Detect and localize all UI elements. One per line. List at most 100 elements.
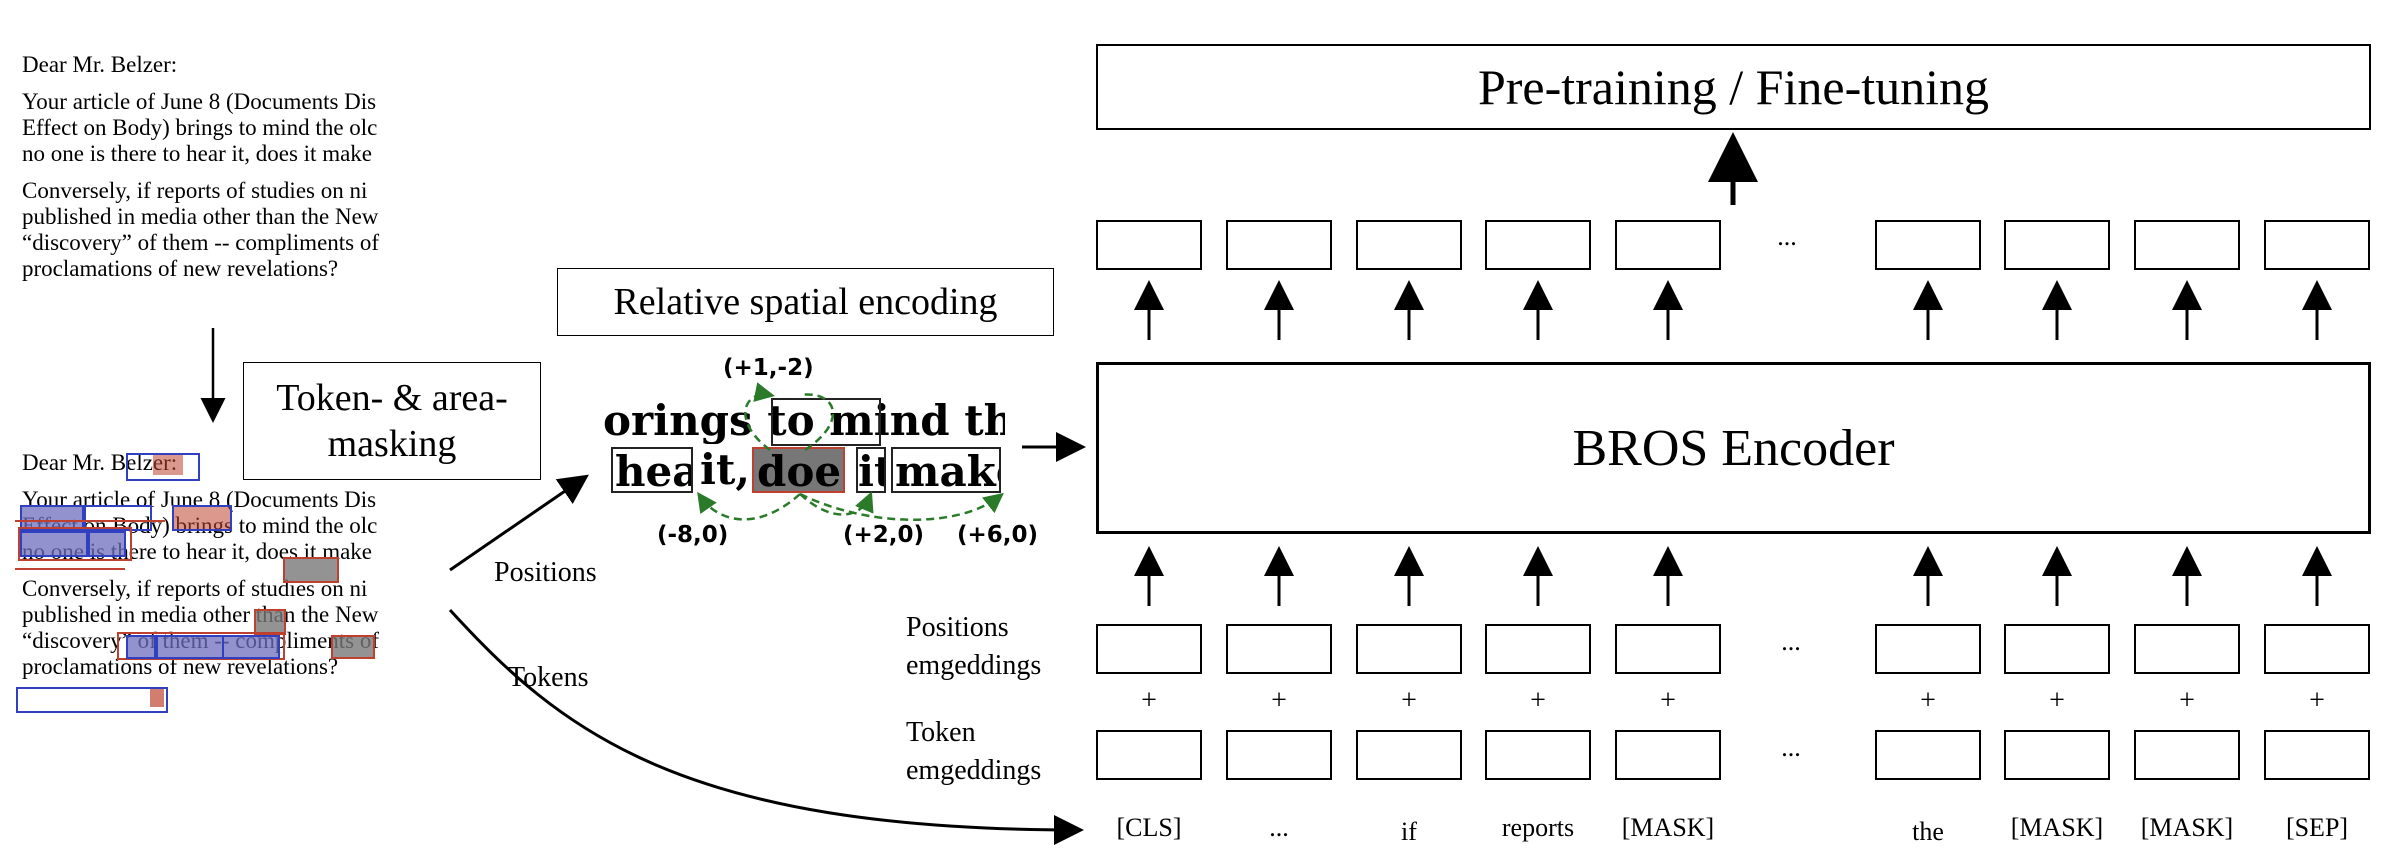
input-token: [CLS] — [1116, 813, 1182, 842]
token-embedding-box — [1226, 730, 1332, 780]
plus-sign: + — [2049, 685, 2065, 716]
snippet-word-does: does — [752, 447, 845, 493]
document-line: Your article of June 8 (Documents Dis — [22, 89, 377, 114]
output-embedding-box — [2134, 220, 2240, 270]
mask-box-red — [172, 505, 232, 531]
mask-box-blue — [16, 687, 168, 713]
encoder-up-arrows — [1134, 280, 2332, 340]
snippet-word-make: make — [891, 447, 1001, 493]
document-line: no one is there to hear it, does it make — [22, 141, 373, 166]
input-token: [MASK] — [2010, 813, 2104, 842]
document-line: Conversely, if reports of studies on ni — [22, 178, 368, 203]
offset-label-left: (-8,0) — [657, 522, 729, 548]
input-token: [SEP] — [2285, 813, 2349, 842]
token-embedding-box — [1096, 730, 1202, 780]
document-paragraph-2: Conversely, if reports of studies on ni … — [22, 178, 422, 282]
token-embedding-box — [1615, 730, 1721, 780]
token-embedding-box — [2264, 730, 2370, 780]
snippet-word-hear: hear — [611, 447, 693, 493]
tokens-arrow-label: Tokens — [508, 662, 589, 693]
input-token: the — [1912, 817, 1944, 846]
positions-arrow-label: Positions — [494, 557, 597, 588]
snippet-word-it: it, — [700, 447, 750, 493]
offset-label-mid: (+2,0) — [843, 522, 925, 548]
snippet-word-box-mind — [771, 398, 881, 446]
output-embedding-box — [1875, 220, 1981, 270]
offset-label-top: (+1,-2) — [723, 355, 814, 381]
document-line: published in media other than the New — [22, 602, 379, 627]
input-token: reports — [1501, 813, 1575, 842]
position-embedding-box — [1226, 624, 1332, 674]
token-embedding-box — [2004, 730, 2110, 780]
input-token: ... — [1269, 813, 1289, 842]
plus-sign: + — [1530, 685, 1546, 716]
token-embedding-box — [2134, 730, 2240, 780]
document-line: Effect on Body) brings to mind the olc — [22, 115, 378, 140]
bros-encoder-box: BROS Encoder — [1096, 362, 2371, 534]
masking-label-line2: masking — [327, 423, 457, 465]
position-embedding-box — [2004, 624, 2110, 674]
position-embedding-box — [1615, 624, 1721, 674]
position-embedding-box — [1096, 624, 1202, 674]
token-embedding-box — [1485, 730, 1591, 780]
pretraining-finetuning-label: Pre-training / Fine-tuning — [1477, 59, 1990, 115]
output-embedding-box — [1356, 220, 1462, 270]
pretraining-finetuning-box: Pre-training / Fine-tuning — [1096, 44, 2371, 130]
mask-box-red — [254, 609, 286, 635]
output-embedding-box — [1226, 220, 1332, 270]
plus-sign: + — [1920, 685, 1936, 716]
token-embeddings-label-line2: emgeddings — [906, 755, 1042, 786]
token-embedding-box — [1356, 730, 1462, 780]
mask-box-blue — [88, 531, 126, 557]
mask-box-blue — [84, 505, 152, 531]
mask-box-blue — [126, 635, 156, 659]
position-embedding-box — [1485, 624, 1591, 674]
mask-box-red-outline — [117, 632, 285, 660]
plus-sign: + — [1401, 685, 1417, 716]
output-embedding-box — [2004, 220, 2110, 270]
mask-strike-line — [15, 520, 165, 522]
position-embedding-box — [1356, 624, 1462, 674]
token-ellipsis: ... — [1781, 733, 1801, 762]
document-paragraph-2: Conversely, if reports of studies on ni … — [22, 576, 422, 680]
document-masked: Dear Mr. Belzer: Your article of June 8 … — [22, 450, 422, 720]
mask-box-red — [331, 635, 375, 659]
mask-box-red — [283, 557, 339, 583]
document-line: “discovery” of them -- compliments of — [22, 230, 380, 255]
input-token: [MASK] — [2140, 813, 2234, 842]
relative-spatial-encoding-label: Relative spatial encoding — [613, 281, 998, 323]
plus-sign: + — [1271, 685, 1287, 716]
snippet-word-it-2: it — [856, 447, 886, 493]
document-line: Conversely, if reports of studies on ni — [22, 576, 368, 601]
mask-strike-line — [15, 568, 125, 570]
input-up-arrows — [1134, 546, 2332, 606]
plus-sign: + — [2179, 685, 2195, 716]
mask-box-blue — [156, 635, 224, 659]
output-embedding-box — [1096, 220, 1202, 270]
position-embedding-box — [1875, 624, 1981, 674]
document-greeting: Dear Mr. Belzer: — [22, 52, 178, 77]
document-paragraph-1: Your article of June 8 (Documents Dis Ef… — [22, 89, 422, 167]
relative-spatial-encoding-box: Relative spatial encoding — [557, 268, 1054, 336]
output-embedding-box — [1615, 220, 1721, 270]
token-embedding-box — [1875, 730, 1981, 780]
input-token: [MASK] — [1621, 813, 1715, 842]
position-embedding-box — [2264, 624, 2370, 674]
document-line: proclamations of new revelations? — [22, 256, 339, 281]
mask-box-blue — [20, 505, 84, 531]
position-ellipsis: ... — [1781, 627, 1801, 656]
mask-box-red — [150, 689, 164, 707]
positions-embeddings-label-line1: Positions — [906, 612, 1009, 643]
positions-embeddings-label-line2: emgeddings — [906, 650, 1042, 681]
token-area-masking-box: Token- & area- masking — [243, 362, 541, 480]
bros-encoder-label: BROS Encoder — [1572, 419, 1895, 477]
output-ellipsis: ... — [1777, 222, 1797, 251]
relation-arc-right — [799, 492, 1004, 521]
token-embeddings-label-line1: Token — [906, 717, 976, 748]
input-token: if — [1401, 817, 1417, 846]
mask-box-red-outline — [18, 527, 132, 561]
position-embedding-box — [2134, 624, 2240, 674]
mask-box-red — [153, 455, 183, 475]
document-original: Dear Mr. Belzer: Your article of June 8 … — [22, 52, 422, 322]
output-embedding-box — [2264, 220, 2370, 270]
